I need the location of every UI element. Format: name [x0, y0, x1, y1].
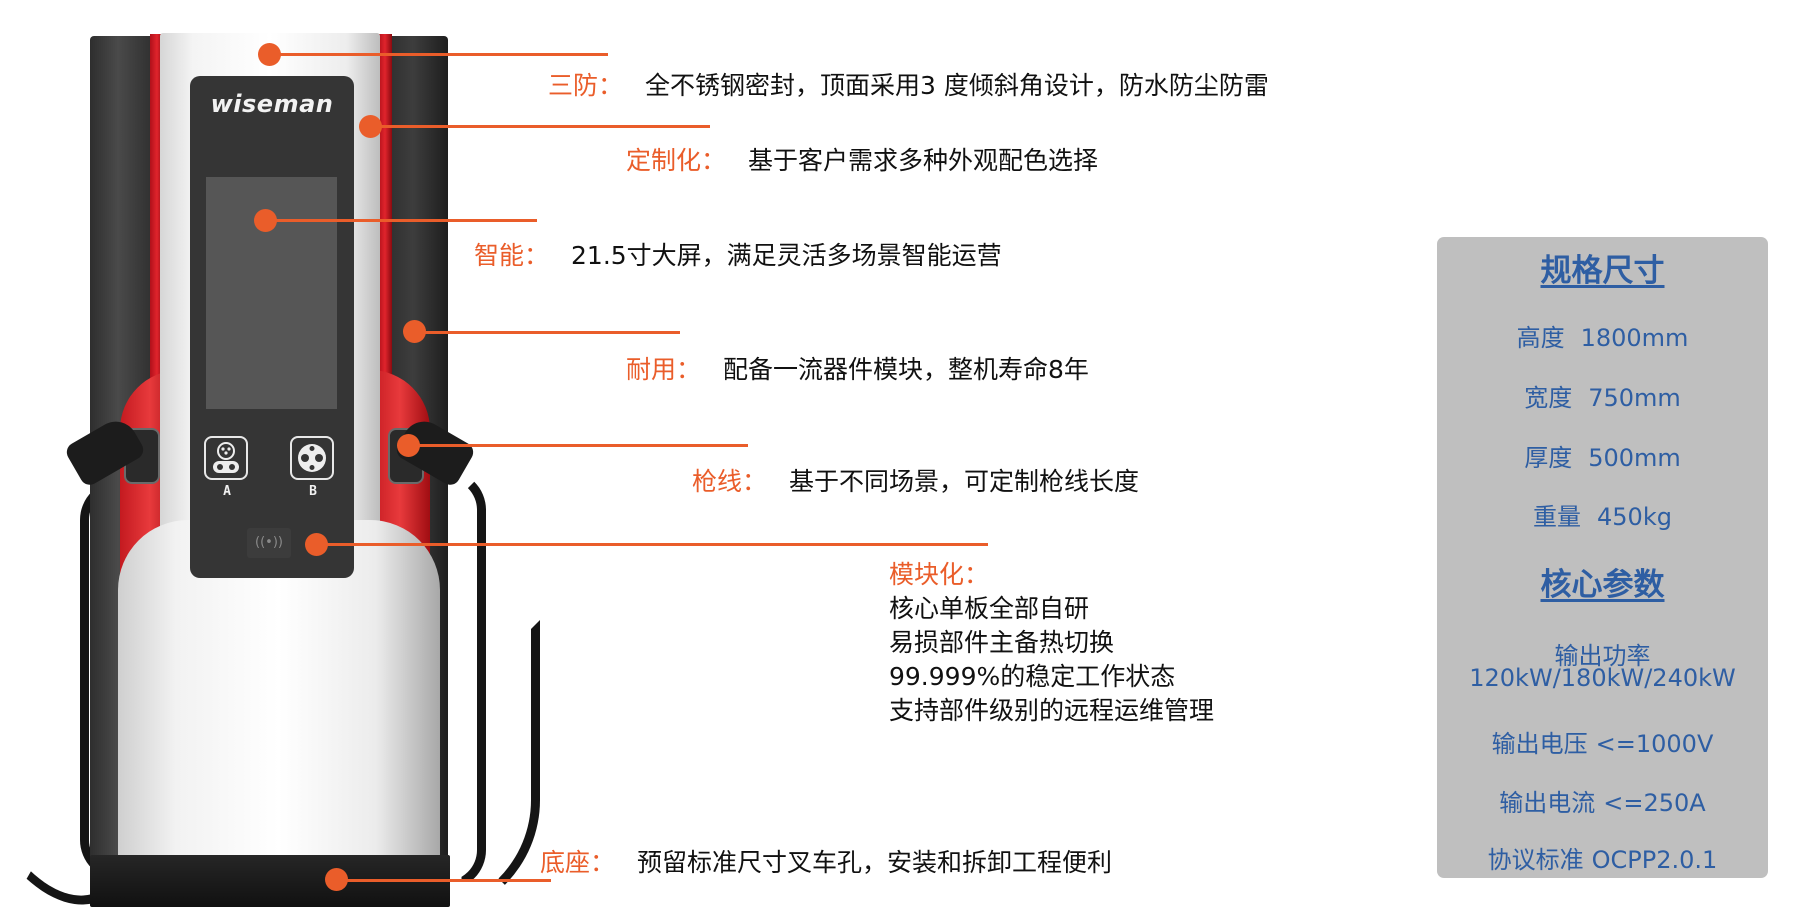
- spec-value: 750mm: [1588, 384, 1681, 412]
- spec-value: <=1000V: [1595, 730, 1714, 758]
- leader-line-modular: [316, 543, 988, 546]
- core-params-title: 核心参数: [1540, 567, 1665, 603]
- feature-key: 定制化：: [626, 146, 727, 175]
- feature-line: 核心单板全部自研: [889, 594, 1090, 623]
- feature-text: 基于客户需求多种外观配色选择: [748, 146, 1099, 175]
- spec-value: 450kg: [1597, 503, 1672, 531]
- spec-label: 重量: [1533, 503, 1582, 531]
- spec-label: 高度: [1516, 324, 1565, 352]
- spec-row-voltage: 输出电压<=1000V: [1437, 724, 1768, 759]
- leader-line-smart: [266, 219, 537, 222]
- feature-key: 底座：: [540, 848, 616, 877]
- feature-text: 配备一流器件模块，整机寿命8年: [723, 355, 1089, 384]
- charger-product-image: wiseman A B ((•)): [0, 0, 560, 924]
- callout-dot-base: [325, 868, 348, 891]
- callout-dot-weatherproof: [258, 43, 281, 66]
- feature-key: 枪线：: [692, 467, 768, 496]
- feature-text: 预留标准尺寸叉车孔，安装和拆卸工程便利: [637, 848, 1113, 877]
- feature-key: 三防：: [548, 71, 624, 100]
- port-a-label: A: [223, 484, 231, 499]
- feature-text: 全不锈钢密封，顶面采用3 度倾斜角设计，防水防尘防雷: [645, 71, 1269, 100]
- leader-line-customization: [370, 125, 710, 128]
- feature-modular: 模块化： 核心单板全部自研 易损部件主备热切换 99.999%的稳定工作状态 支…: [889, 558, 1214, 728]
- spec-row-width: 宽度 750mm: [1437, 378, 1768, 413]
- front-control-panel: wiseman A B ((•)): [190, 76, 354, 578]
- feature-durable: 耐用： 配备一流器件模块，整机寿命8年: [626, 350, 1089, 386]
- brand-logo: wiseman: [210, 90, 334, 118]
- dimensions-title: 规格尺寸: [1540, 253, 1665, 289]
- callout-dot-cable: [397, 434, 420, 457]
- charger-lower-body: [118, 520, 440, 870]
- spec-row-height: 高度 1800mm: [1437, 318, 1768, 353]
- feature-base: 底座： 预留标准尺寸叉车孔，安装和拆卸工程便利: [540, 843, 1112, 879]
- feature-text: 基于不同场景，可定制枪线长度: [789, 467, 1140, 496]
- spec-value: OCPP2.0.1: [1591, 846, 1718, 874]
- spec-value: <=250A: [1603, 789, 1706, 817]
- spec-label: 输出电压: [1491, 730, 1588, 758]
- spec-label: 协议标准: [1487, 846, 1584, 874]
- spec-row-power-label: 输出功率: [1554, 642, 1651, 670]
- feature-key: 智能：: [474, 241, 550, 270]
- callout-dot-smart: [254, 209, 277, 232]
- callout-dot-durable: [403, 320, 426, 343]
- port-b-label: B: [309, 484, 317, 499]
- feature-line: 支持部件级别的远程运维管理: [889, 696, 1215, 725]
- spec-panel: 规格尺寸 高度 1800mm 宽度 750mm 厚度 500mm 重量 450kg 核心…: [1437, 237, 1768, 878]
- leader-line-durable: [414, 331, 680, 334]
- spec-value: 500mm: [1588, 444, 1681, 472]
- spec-row-power-value: 120kW/180kW/240kW: [1469, 664, 1736, 692]
- callout-dot-modular: [305, 533, 328, 556]
- feature-line: 99.999%的稳定工作状态: [889, 662, 1176, 691]
- feature-key: 耐用：: [626, 355, 702, 384]
- callout-dot-customization: [359, 115, 382, 138]
- spec-label: 宽度: [1524, 384, 1573, 412]
- spec-value: 1800mm: [1580, 324, 1689, 352]
- spec-row-depth: 厚度 500mm: [1437, 438, 1768, 473]
- feature-smart: 智能： 21.5寸大屏，满足灵活多场景智能运营: [474, 236, 1002, 272]
- leader-line-base: [336, 879, 551, 882]
- feature-customization: 定制化： 基于客户需求多种外观配色选择: [626, 141, 1098, 177]
- leader-line-cable: [408, 444, 748, 447]
- feature-cable: 枪线： 基于不同场景，可定制枪线长度: [692, 462, 1139, 498]
- nfc-reader-icon: ((•)): [247, 528, 291, 558]
- spec-row-weight: 重量 450kg: [1437, 497, 1768, 532]
- chademo-connector-icon: [290, 436, 334, 480]
- spec-label: 输出电流: [1499, 789, 1596, 817]
- spec-label: 厚度: [1524, 444, 1573, 472]
- ccs2-connector-icon: [204, 436, 248, 480]
- leader-line-weatherproof: [270, 53, 608, 56]
- feature-text: 21.5寸大屏，满足灵活多场景智能运营: [571, 241, 1002, 270]
- feature-weatherproof: 三防： 全不锈钢密封，顶面采用3 度倾斜角设计，防水防尘防雷: [548, 66, 1269, 102]
- left-charging-cable-drop: [80, 480, 120, 880]
- spec-row-current: 输出电流<=250A: [1437, 783, 1768, 818]
- right-charging-cable: [420, 620, 540, 920]
- feature-key: 模块化：: [889, 560, 990, 589]
- feature-line: 易损部件主备热切换: [889, 628, 1115, 657]
